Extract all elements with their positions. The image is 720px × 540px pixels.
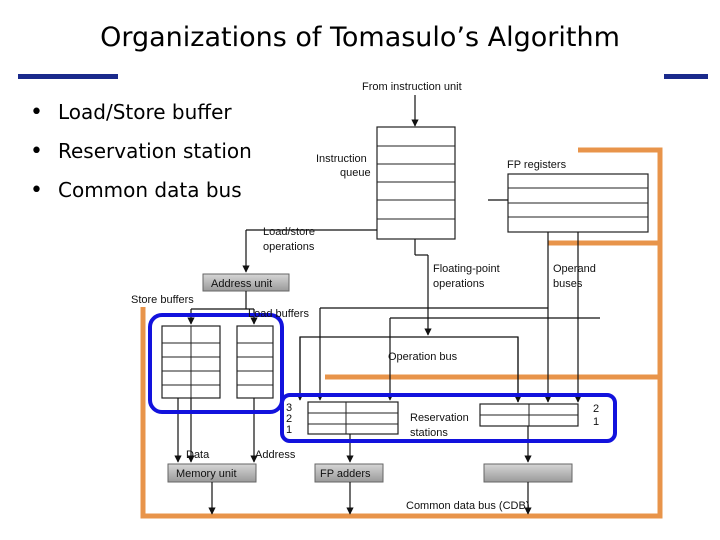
floating-point-operations-label: operations [433, 278, 485, 290]
floating-point-operations-label: Floating-point [433, 263, 500, 275]
instruction-queue-label: Instruction [316, 153, 367, 165]
bullet-text: Common data bus [58, 178, 242, 202]
cdb-label: Common data bus (CDB) [406, 500, 530, 512]
fp-adders-box [314, 463, 384, 483]
from-instruction-unit-label: From instruction unit [362, 81, 462, 93]
bullet-item: •Common data bus [30, 178, 242, 203]
rs-left-number: 3 [286, 402, 292, 414]
instruction-queue-label: queue [340, 167, 371, 179]
data-label: Data [186, 449, 210, 461]
bullet-item: •Load/Store buffer [30, 100, 232, 125]
reservation-stations-label: stations [410, 427, 448, 439]
rs-right-number: 1 [593, 416, 599, 428]
left-accent-bar [18, 74, 118, 79]
right-accent-bar [664, 74, 708, 79]
address-label: Address [255, 449, 296, 461]
memory-unit-label: Memory unit [176, 468, 237, 480]
reservation-stations-right [479, 403, 579, 427]
store-buffers-block [161, 325, 221, 399]
bullet-text: Reservation station [58, 139, 252, 163]
bullet-item: •Reservation station [30, 139, 252, 164]
fp-registers-block [507, 173, 649, 233]
reservation-station-highlight [280, 393, 617, 443]
load-store-operations-label: operations [263, 241, 315, 253]
operation-bus-label: Operation bus [388, 351, 458, 363]
operand-buses-label: Operand [553, 263, 596, 275]
reservation-stations-label: Reservation [410, 412, 469, 424]
bullet-text: Load/Store buffer [58, 100, 232, 124]
load-store-operations-label: Load/store [263, 226, 315, 238]
data-paths [174, 199, 600, 515]
address-unit-label: Address unit [211, 278, 272, 290]
store-buffers-label: Store buffers [131, 294, 194, 306]
bullet-list: •Load/Store buffer •Reservation station … [30, 93, 252, 210]
fp-multipliers-box [483, 463, 573, 483]
operand-buses-label: buses [553, 278, 583, 290]
rs-left-number: 2 [286, 413, 292, 425]
load-buffers-block [236, 325, 274, 399]
rs-left-number: 1 [286, 424, 292, 436]
orange-bus-highlight [140, 147, 663, 519]
load-store-buffer-highlight [148, 313, 284, 414]
fp-registers-label: FP registers [507, 159, 567, 171]
instruction-queue [376, 126, 456, 240]
reservation-stations-left [307, 401, 399, 435]
fp-adders-label: FP adders [320, 468, 371, 480]
slide-title: Organizations of Tomasulo’s Algorithm [100, 22, 620, 53]
rs-right-number: 2 [593, 403, 599, 415]
load-buffers-label: Load buffers [248, 308, 309, 320]
